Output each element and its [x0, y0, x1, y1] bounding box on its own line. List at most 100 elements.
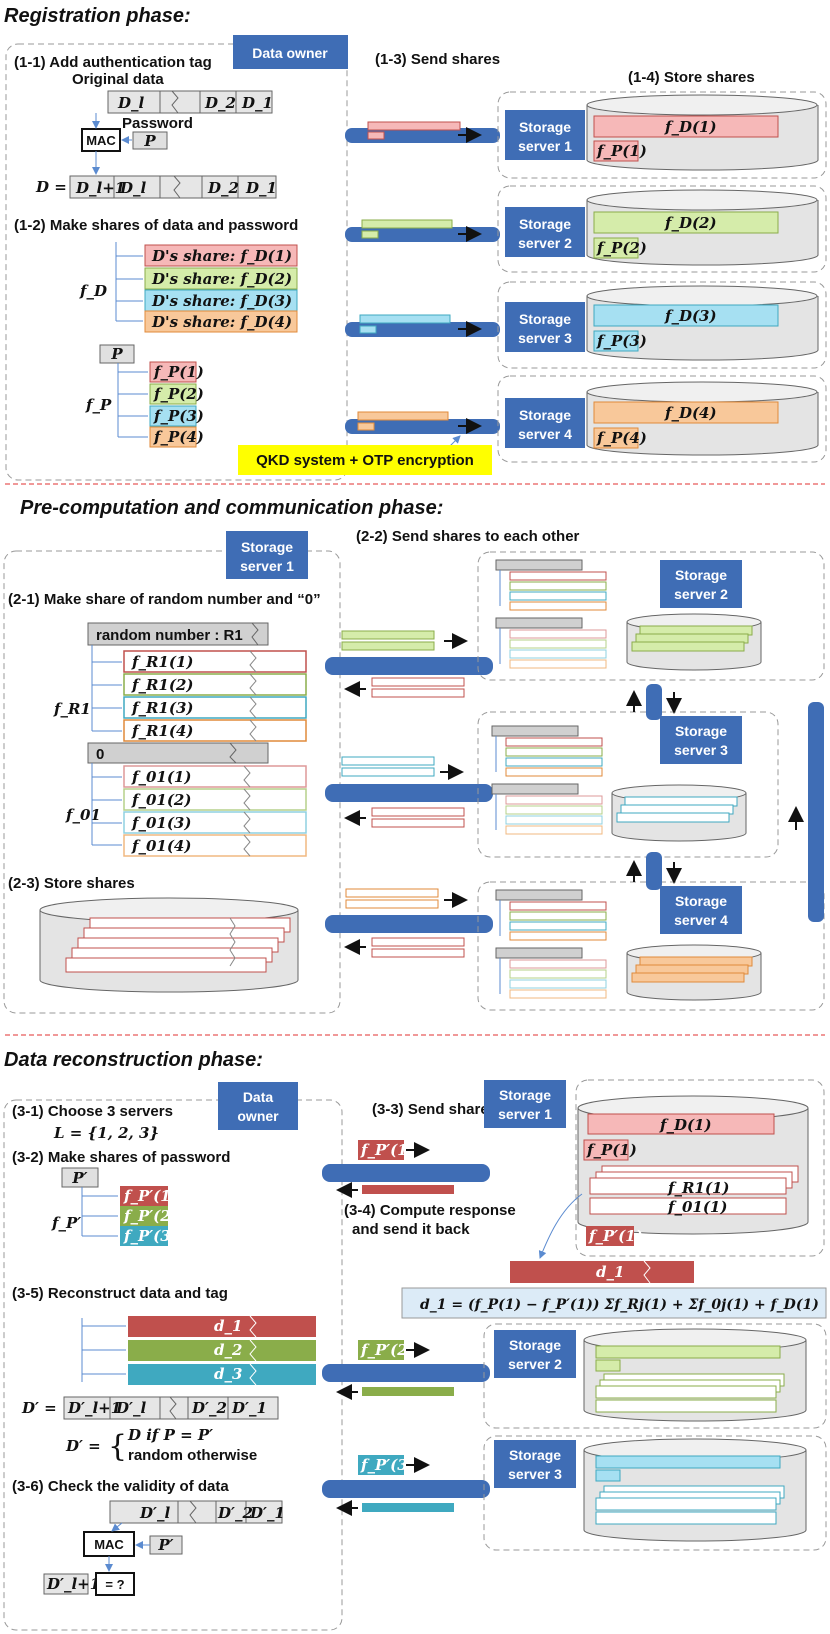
svg-text:D′_2: D′_2	[191, 1399, 227, 1417]
svg-text:f_R1(2): f_R1(2)	[131, 676, 194, 694]
stored-fp-1	[593, 140, 639, 162]
svg-text:D′_1: D′_1	[231, 1399, 267, 1417]
response-d1	[510, 1261, 694, 1283]
svg-text:Storage: Storage	[519, 119, 571, 135]
svg-text:f_P(3): f_P(3)	[596, 332, 647, 350]
fpp-share-3: f_P′(3)	[120, 1226, 178, 1246]
svg-text:D's share: f_D(3): D's share: f_D(3)	[151, 292, 292, 310]
step-3-1: (3-1) Choose 3 servers	[12, 1103, 173, 1120]
svg-text:f_01(3): f_01(3)	[131, 814, 191, 832]
channel-4	[345, 411, 500, 434]
d-recon-2: d_2	[128, 1339, 316, 1362]
step-2-2: (2-2) Send shares to each other	[356, 528, 580, 545]
svg-text:D's share: f_D(4): D's share: f_D(4)	[151, 313, 292, 331]
svg-text:= ?: = ?	[105, 1577, 124, 1592]
svg-text:f_P′(1): f_P′(1)	[588, 1227, 643, 1245]
f01-share-3: f_01(3)	[123, 811, 307, 834]
svg-text:f_P(1): f_P(1)	[153, 363, 204, 381]
pc-channel-3	[325, 756, 493, 828]
svg-text:D′_1: D′_1	[249, 1504, 285, 1522]
case-expression: D′ = { D if P = P′ random otherwise	[65, 1426, 257, 1464]
svg-text:f_01(1): f_01(1)	[131, 768, 191, 786]
rec-server-1: Storage server 1 f_D(1) f_P(1) f_R1(1) f…	[484, 1079, 825, 1259]
svg-text:f_D(1): f_D(1)	[659, 1116, 712, 1134]
reg-server-1: Storage server 1 f_D(1) f_P(1)	[497, 91, 827, 179]
svg-text:server 3: server 3	[508, 1466, 562, 1482]
stored-fd-1	[593, 115, 779, 138]
channel-2	[345, 219, 500, 242]
svg-text:Storage: Storage	[509, 1447, 561, 1463]
svg-text:server 4: server 4	[518, 426, 572, 442]
reg-server-4: Storage server 4 f_D(4) f_P(4)	[497, 375, 827, 463]
svg-text:f_P′(2): f_P′(2)	[360, 1341, 415, 1359]
svg-text:server 3: server 3	[518, 330, 572, 346]
svg-text:D if P = P′: D if P = P′	[127, 1426, 213, 1444]
svg-text:D's share: f_D(1): D's share: f_D(1)	[151, 247, 292, 265]
svg-text:Storage: Storage	[519, 407, 571, 423]
fp-tree-lines	[117, 363, 148, 438]
check-bar: D′_l D′_2 D′_1	[109, 1500, 285, 1524]
fpp-share-1: f_P′(1)	[120, 1186, 178, 1206]
password-label: Password	[122, 115, 193, 132]
equals-check-box	[95, 1572, 135, 1596]
svg-text:random otherwise: random otherwise	[128, 1447, 257, 1464]
svg-text:Storage: Storage	[499, 1087, 551, 1103]
check-tag-box	[43, 1573, 89, 1595]
svg-text:D's share: f_D(2): D's share: f_D(2)	[151, 270, 292, 288]
formula-box	[401, 1287, 827, 1319]
d-recon-3: d_3	[128, 1363, 316, 1386]
password-p-box	[132, 131, 168, 150]
f01-share-2: f_01(2)	[123, 788, 307, 811]
stored-fp-4	[593, 427, 639, 449]
svg-text:server 1: server 1	[498, 1106, 552, 1122]
svg-text:random number : R1: random number : R1	[96, 627, 243, 644]
fp-label: f_P	[85, 396, 112, 414]
svg-text:Storage: Storage	[241, 539, 293, 555]
mac-box	[81, 128, 121, 152]
pc-server1-disk	[39, 897, 299, 993]
stored-fp-2	[593, 237, 639, 259]
svg-text:P: P	[110, 345, 123, 363]
p-share-1: f_P(1)	[149, 361, 204, 383]
svg-text:server 4: server 4	[674, 912, 728, 928]
stored-fd-3	[593, 304, 779, 327]
d-share-3: D's share: f_D(3)	[144, 289, 298, 312]
rec-stored-fp1	[583, 1139, 629, 1161]
pipe-2-3	[626, 684, 682, 720]
svg-text:server 2: server 2	[674, 586, 728, 602]
step-3-6: (3-6) Check the validity of data	[12, 1478, 229, 1495]
svg-text:server 2: server 2	[518, 235, 572, 251]
svg-text:f_R1(4): f_R1(4)	[131, 722, 194, 740]
svg-text:D′ =: D′ =	[65, 1437, 101, 1455]
fr1-share-4: f_R1(4)	[123, 719, 307, 742]
svg-text:f_P′(1): f_P′(1)	[123, 1187, 178, 1205]
step-2-1: (2-1) Make share of random number and “0…	[8, 591, 321, 608]
pc-channel-2	[325, 630, 493, 698]
channel-1	[345, 121, 500, 143]
svg-text:f_P(4): f_P(4)	[596, 429, 647, 447]
pc-server1-label	[226, 531, 308, 579]
rec-received-fpp1	[586, 1226, 634, 1246]
original-data-bar: D_l D_2 D_1	[107, 90, 273, 114]
d-share-4: D's share: f_D(4)	[144, 310, 298, 333]
reg-server-3: Storage server 3 f_D(3) f_P(3)	[497, 281, 827, 369]
stored-fd-2	[593, 211, 779, 234]
svg-text:d_1 = (f_P(1) − f_P′(1)) Σf_Rj: d_1 = (f_P(1) − f_P′(1)) Σf_Rj(1) + Σf_0…	[420, 1297, 819, 1313]
svg-text:P′: P′	[157, 1536, 173, 1554]
svg-text:f_D(3): f_D(3)	[664, 307, 717, 325]
svg-text:D_l: D_l	[117, 94, 145, 112]
svg-text:Storage: Storage	[675, 893, 727, 909]
pc-server-2: Storage server 2	[477, 551, 825, 681]
svg-text:f_P(3): f_P(3)	[153, 407, 204, 425]
dp-bar: D′_l+1 D′_l D′_2 D′_1	[63, 1396, 279, 1420]
svg-text:d_2: d_2	[214, 1341, 242, 1359]
svg-text:Storage: Storage	[675, 567, 727, 583]
d-recon-1: d_1	[128, 1315, 316, 1338]
step-1-3: (1-3) Send shares	[375, 51, 500, 68]
svg-text:f_P(2): f_P(2)	[596, 239, 647, 257]
svg-text:D_2: D_2	[207, 179, 239, 197]
channel-3	[345, 314, 500, 337]
rec-server-2: Storage server 2	[483, 1323, 827, 1429]
svg-text:0: 0	[96, 746, 104, 763]
d-share-1: D's share: f_D(1)	[144, 244, 298, 267]
